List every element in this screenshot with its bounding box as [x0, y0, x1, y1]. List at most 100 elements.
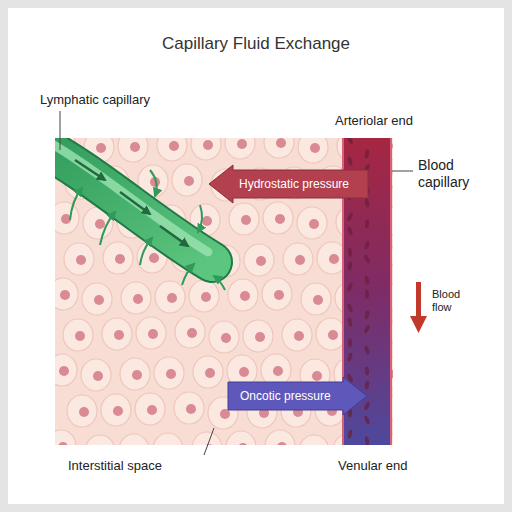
cell-nucleus	[130, 142, 140, 152]
tissue-cell	[228, 279, 258, 311]
tissue-cell	[136, 317, 166, 349]
tissue-cell	[81, 359, 111, 391]
blood-cell	[347, 352, 354, 362]
tissue-cell	[154, 357, 184, 389]
tissue-cell	[226, 431, 256, 445]
cell-nucleus	[328, 330, 338, 340]
tissue-cell	[172, 164, 202, 196]
tissue-cell	[175, 316, 205, 348]
blood-cell	[347, 156, 353, 166]
tissue-cell	[67, 395, 97, 427]
blood-cell	[346, 138, 354, 145]
tissue-cell	[157, 138, 187, 161]
blood-cell	[365, 366, 370, 375]
cell-nucleus	[294, 331, 304, 341]
tissue-cell	[209, 321, 239, 353]
part-label: Blood capillary	[418, 157, 488, 191]
cell-nucleus	[186, 404, 196, 414]
tissue-cell	[102, 318, 132, 350]
arrow-body	[209, 165, 368, 203]
poster-card	[8, 8, 504, 504]
cell-nucleus	[133, 294, 143, 304]
cell-nucleus	[240, 291, 250, 301]
tissue-cell	[55, 202, 79, 234]
tissue-cell	[174, 392, 204, 424]
cell-nucleus	[132, 370, 142, 380]
part-label: Blood flow	[432, 288, 476, 314]
tissue-cell	[120, 358, 150, 390]
cell-nucleus	[273, 366, 283, 376]
tissue-cell	[282, 319, 312, 351]
cell-nucleus	[221, 333, 231, 343]
tissue-cell	[63, 319, 93, 351]
tissue-cell	[193, 356, 223, 388]
cell-nucleus	[204, 444, 214, 445]
cell-nucleus	[96, 143, 106, 153]
blood-cell	[364, 380, 369, 390]
part-label: Lymphatic capillary	[40, 92, 150, 108]
blood-cell	[364, 345, 371, 355]
blood-cell	[364, 198, 370, 208]
blood-cell	[363, 401, 370, 411]
cell-nucleus	[295, 255, 305, 265]
tissue-cell	[85, 435, 115, 445]
tissue-cell	[261, 354, 291, 386]
blood-cell	[364, 149, 369, 158]
cell-nucleus	[237, 139, 247, 149]
blood-cell	[365, 219, 369, 228]
blood-cell	[346, 282, 353, 292]
blood-cell	[365, 289, 369, 298]
tissue-cell	[263, 202, 293, 234]
tissue-cell	[229, 203, 259, 235]
cell-nucleus	[58, 442, 68, 445]
cell-nucleus	[149, 253, 159, 263]
leader-lines	[60, 111, 413, 455]
blood-cell	[363, 324, 371, 334]
cell-nucleus	[94, 295, 104, 305]
cell-nucleus	[309, 219, 319, 229]
cell-nucleus	[256, 256, 266, 266]
tissue-cell	[189, 280, 219, 312]
tissue-cell	[64, 243, 94, 275]
blood-cell	[364, 436, 369, 445]
blood-cell	[348, 247, 353, 256]
lymphatic-capillary	[55, 138, 212, 262]
blood-cell	[347, 226, 354, 236]
cell-nucleus	[277, 442, 287, 445]
cell-nucleus	[202, 216, 212, 226]
cell-nucleus	[201, 292, 211, 302]
tissue-cell	[192, 432, 222, 445]
tissue-cell	[155, 281, 185, 313]
cell-nucleus	[79, 407, 89, 417]
tissue-cell	[118, 138, 148, 162]
cell-nucleus	[60, 290, 70, 300]
cell-nucleus	[167, 293, 177, 303]
blood-cell	[363, 415, 370, 425]
cell-nucleus	[166, 369, 176, 379]
tissue-cell	[244, 244, 274, 276]
blood-cell	[347, 317, 353, 327]
blood-cell	[346, 303, 353, 313]
fluid-inflow-arrows	[70, 170, 225, 290]
cell-nucleus	[148, 329, 158, 339]
tissue-cell	[297, 207, 327, 239]
cell-nucleus	[276, 138, 286, 148]
tissue-cell	[299, 435, 329, 445]
tissue-cell	[265, 430, 295, 445]
tissue-cell	[316, 318, 346, 350]
blood-cell	[347, 261, 352, 270]
cell-nucleus	[241, 215, 251, 225]
cell-nucleus	[95, 219, 105, 229]
cell-nucleus	[76, 255, 86, 265]
cell-nucleus	[169, 141, 179, 151]
blood-cell	[364, 240, 370, 250]
tissue-cell	[225, 138, 255, 159]
cell-nucleus	[312, 371, 322, 381]
tissue-cell	[191, 138, 221, 160]
blood-cell	[348, 338, 353, 347]
cell-nucleus	[205, 368, 215, 378]
cell-nucleus	[93, 371, 103, 381]
cell-nucleus	[147, 405, 157, 415]
